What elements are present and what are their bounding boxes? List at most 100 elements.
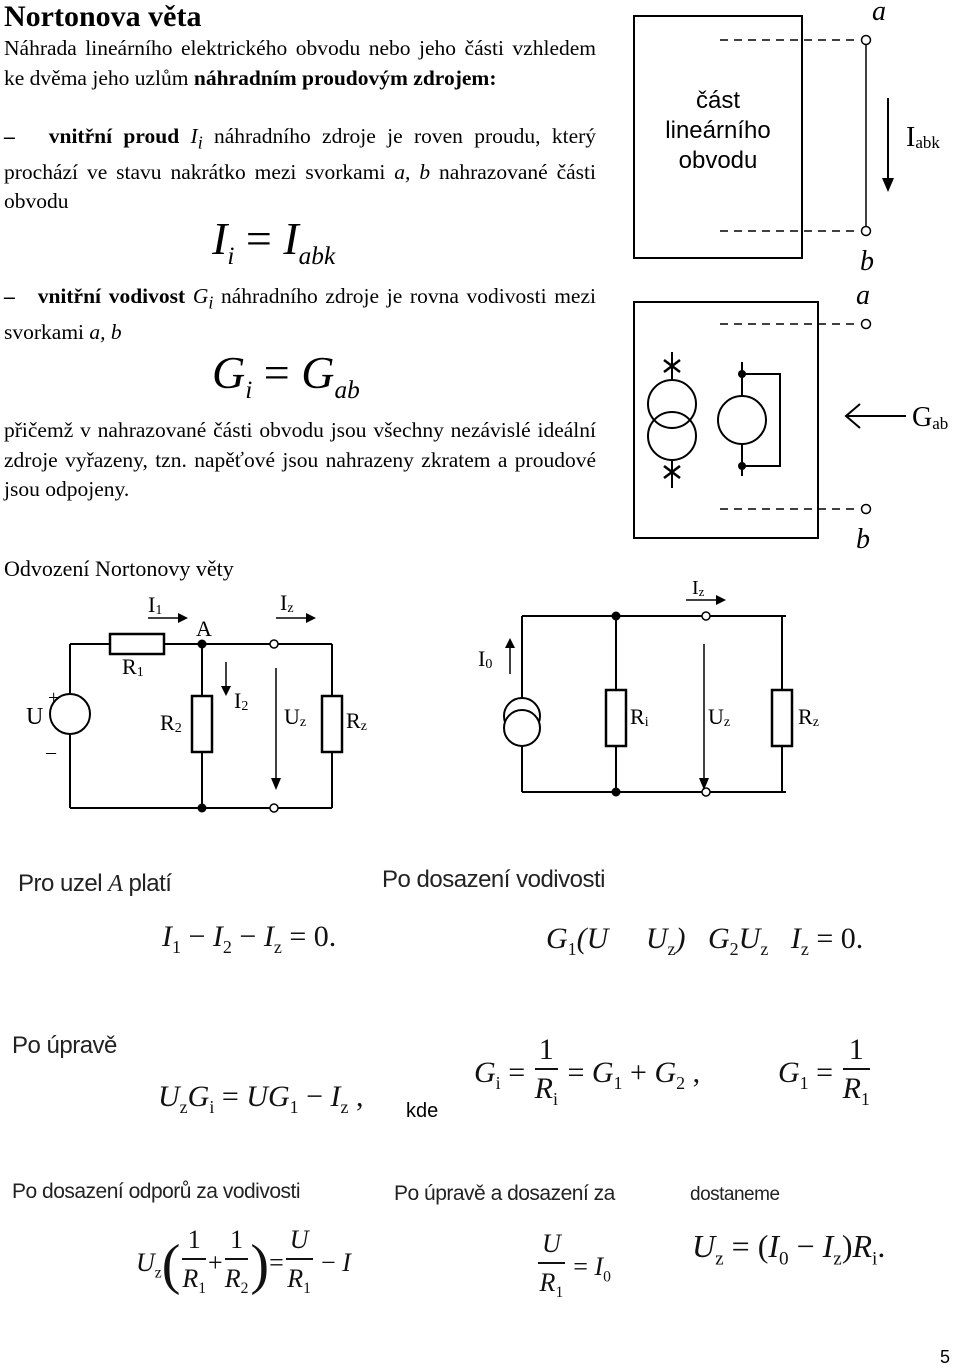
circuit-original: I1 A Iz R1 U + – R2 I2 Uz Rz xyxy=(26,590,367,813)
current-arrow-icon xyxy=(882,178,894,192)
terminal-a-label: a xyxy=(856,280,870,311)
item1-bold: vnitřní proud xyxy=(48,124,180,148)
m: = 0. xyxy=(281,920,337,953)
m: = xyxy=(808,1055,841,1089)
step2-label: Po úpravě xyxy=(12,1032,117,1059)
m: 0 xyxy=(779,1248,789,1270)
arrow-right-icon xyxy=(306,613,316,623)
label-rz: Rz xyxy=(798,704,819,730)
terminal xyxy=(269,639,279,649)
item1-text2: nahrazované části obvodu xyxy=(4,159,596,214)
m: = xyxy=(214,1080,247,1113)
m: 1 xyxy=(224,1222,249,1260)
m: 1 xyxy=(860,1089,870,1109)
m: − xyxy=(788,1228,823,1264)
m: z xyxy=(800,939,809,959)
m: z xyxy=(154,1264,162,1282)
terminal-b xyxy=(860,503,872,515)
item1-ab: a, b xyxy=(394,159,431,184)
m: R xyxy=(534,1072,553,1105)
m: z xyxy=(667,939,676,959)
dash: – xyxy=(4,284,15,308)
m: ) xyxy=(675,922,686,955)
m: G xyxy=(187,1080,210,1113)
conductance-label: Gab xyxy=(912,402,948,433)
terminal-a xyxy=(860,34,872,46)
equation-current: Ii = Iabk xyxy=(212,212,335,271)
resistor-r1 xyxy=(108,632,166,656)
source-circle-top xyxy=(647,379,697,429)
item2-sub: i xyxy=(208,292,214,313)
m: 1 xyxy=(198,1280,207,1298)
arrow-down-icon xyxy=(271,778,281,790)
m: R xyxy=(539,1268,556,1297)
m: R xyxy=(182,1264,199,1293)
m: 1 xyxy=(613,1072,623,1093)
m: = ( xyxy=(723,1228,769,1264)
m: − xyxy=(181,920,213,953)
item1-sub: i xyxy=(197,132,203,153)
m: z xyxy=(340,1097,349,1117)
equation-substitution: G1(U Uz) G2Uz Iz = 0. xyxy=(546,922,863,960)
m: I xyxy=(342,1248,351,1278)
current-label: Iabk xyxy=(906,122,940,153)
eq2-rhs-sub: ab xyxy=(334,376,360,405)
m: i xyxy=(552,1089,558,1109)
m: z xyxy=(833,1248,842,1270)
eq1-rhs-sub: abk xyxy=(298,242,336,271)
node-dot xyxy=(197,803,207,813)
m: i xyxy=(209,1097,215,1117)
intro-bold: náhradním proudovým zdrojem: xyxy=(193,65,497,90)
m: i xyxy=(872,1248,878,1270)
m: = xyxy=(269,1248,284,1278)
label-plus: + xyxy=(48,687,59,709)
m: U xyxy=(738,922,761,955)
label-i1: I1 xyxy=(148,592,162,618)
m: U xyxy=(692,1228,716,1264)
m: R xyxy=(842,1072,861,1105)
terminal xyxy=(269,803,279,813)
kde-label: kde xyxy=(406,1100,439,1122)
box-text-3: obvodu xyxy=(679,147,758,174)
equation-kcl: I1 − I2 − Iz = 0. xyxy=(162,920,336,958)
m: i xyxy=(495,1072,501,1093)
m: , xyxy=(348,1080,364,1113)
page-title: Nortonova věta xyxy=(4,0,202,33)
m xyxy=(608,922,646,955)
m: 1 xyxy=(799,1072,809,1093)
resistor-r2 xyxy=(190,694,214,754)
m: I xyxy=(162,920,172,953)
m: 2 xyxy=(729,939,739,959)
eq2-rhs: G xyxy=(301,347,335,398)
m: ) xyxy=(841,1228,853,1264)
label-minus: – xyxy=(45,741,57,763)
step3-label-mid: Po úpravě a dosazení za xyxy=(394,1182,615,1205)
cross-icon xyxy=(663,465,681,479)
note-paragraph: přičemž v nahrazované části obvodu jsou … xyxy=(4,418,596,501)
m: . xyxy=(877,1228,886,1264)
derivation-heading: Odvození Nortonovy věty xyxy=(4,556,234,581)
intro-paragraph: Náhrada lineárního elektrického obvodu n… xyxy=(4,34,596,93)
terminal xyxy=(701,611,711,621)
node-dot xyxy=(611,611,621,621)
label-r1: R1 xyxy=(122,654,144,680)
label-ri: Ri xyxy=(630,704,649,730)
terminal-a xyxy=(860,318,872,330)
m: z xyxy=(760,939,769,959)
m: − xyxy=(231,920,264,953)
equation-conductance: Gi = Gab xyxy=(212,346,360,405)
m: 1 xyxy=(289,1097,299,1117)
m: z xyxy=(179,1097,188,1117)
label-i0: I0 xyxy=(478,646,492,672)
item1-text: náhradního zdroje je roven proudu, který… xyxy=(4,124,597,184)
terminal-b-label: b xyxy=(856,524,870,555)
label-r2: R2 xyxy=(160,710,182,736)
item-internal-current: – vnitřní proud Ii náhradního zdroje je … xyxy=(4,122,596,217)
arrow-left-icon xyxy=(844,403,861,429)
step1-label-right: Po dosazení vodivosti xyxy=(382,866,605,893)
m: G xyxy=(708,922,730,955)
m: U xyxy=(645,922,668,955)
